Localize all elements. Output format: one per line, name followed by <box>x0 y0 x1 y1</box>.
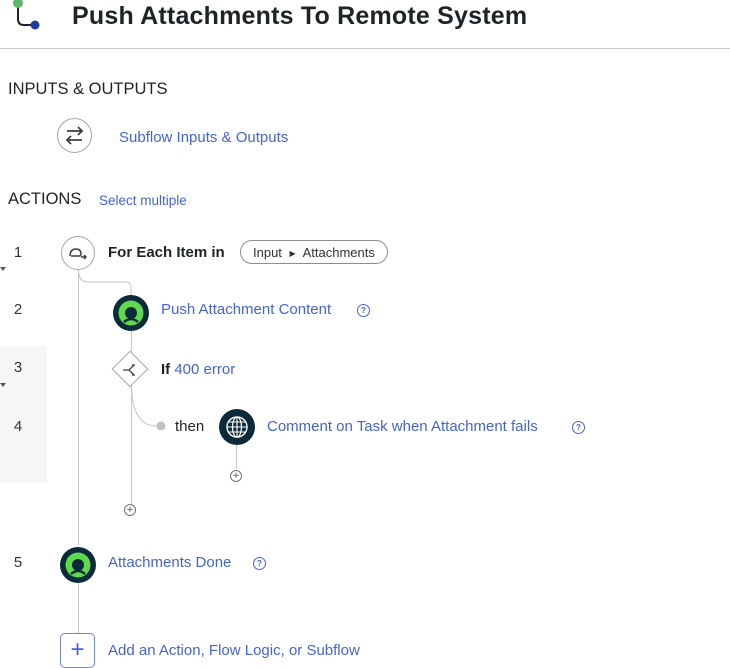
select-multiple-link[interactable]: Select multiple <box>99 193 187 208</box>
actions-heading: ACTIONS <box>8 190 82 208</box>
branch-connector <box>78 270 132 300</box>
for-each-label[interactable]: For Each Item in <box>108 244 225 261</box>
collapse-caret-icon[interactable] <box>0 267 6 271</box>
line-number: 4 <box>13 418 23 435</box>
action-attachments-done[interactable]: Attachments Done <box>108 554 232 571</box>
then-label: then <box>175 418 205 435</box>
inputs-outputs-heading: INPUTS & OUTPUTS <box>8 80 168 98</box>
flow-connector <box>236 445 237 469</box>
flow-connector <box>131 384 132 504</box>
add-step-plus-icon[interactable]: + <box>230 470 242 482</box>
line-number: 5 <box>13 554 23 571</box>
line-number: 1 <box>13 244 23 261</box>
pill-source: Input <box>253 245 282 260</box>
globe-icon <box>219 409 255 445</box>
help-icon[interactable]: ? <box>253 557 266 570</box>
flow-connector <box>78 580 79 634</box>
help-icon[interactable]: ? <box>572 421 585 434</box>
add-step-plus-icon[interactable]: + <box>124 504 136 516</box>
if-condition-link[interactable]: 400 error <box>174 361 236 378</box>
pill-field: Attachments <box>302 245 375 260</box>
action-comment-on-task[interactable]: Comment on Task when Attachment fails <box>267 418 538 435</box>
data-pill[interactable]: Input ▶ Attachments <box>240 240 388 264</box>
help-icon[interactable]: ? <box>357 304 370 317</box>
flow-connector <box>78 270 79 545</box>
subflow-icon <box>8 0 44 32</box>
arrows-exchange-icon[interactable] <box>57 118 92 153</box>
subflow-inputs-outputs-link[interactable]: Subflow Inputs & Outputs <box>119 129 289 146</box>
pill-separator-icon: ▶ <box>289 249 296 258</box>
servicenow-action-icon <box>60 547 96 583</box>
plus-icon: + <box>70 636 85 663</box>
add-action-link[interactable]: Add an Action, Flow Logic, or Subflow <box>108 642 360 659</box>
page-title: Push Attachments To Remote System <box>72 2 528 30</box>
servicenow-action-icon <box>113 295 149 331</box>
loop-icon[interactable] <box>61 236 95 270</box>
then-connector <box>131 384 166 430</box>
if-step[interactable]: If 400 error <box>161 361 235 378</box>
if-keyword: If <box>161 361 171 378</box>
selected-gutter <box>0 346 47 483</box>
header-divider <box>0 48 730 49</box>
collapse-caret-icon[interactable] <box>0 383 6 387</box>
action-push-attachment-content[interactable]: Push Attachment Content <box>161 301 332 318</box>
flow-connector <box>131 328 132 358</box>
line-number: 2 <box>13 301 23 318</box>
line-number: 3 <box>13 359 23 376</box>
branch-icon <box>123 364 135 376</box>
add-action-button[interactable]: + <box>60 633 95 668</box>
